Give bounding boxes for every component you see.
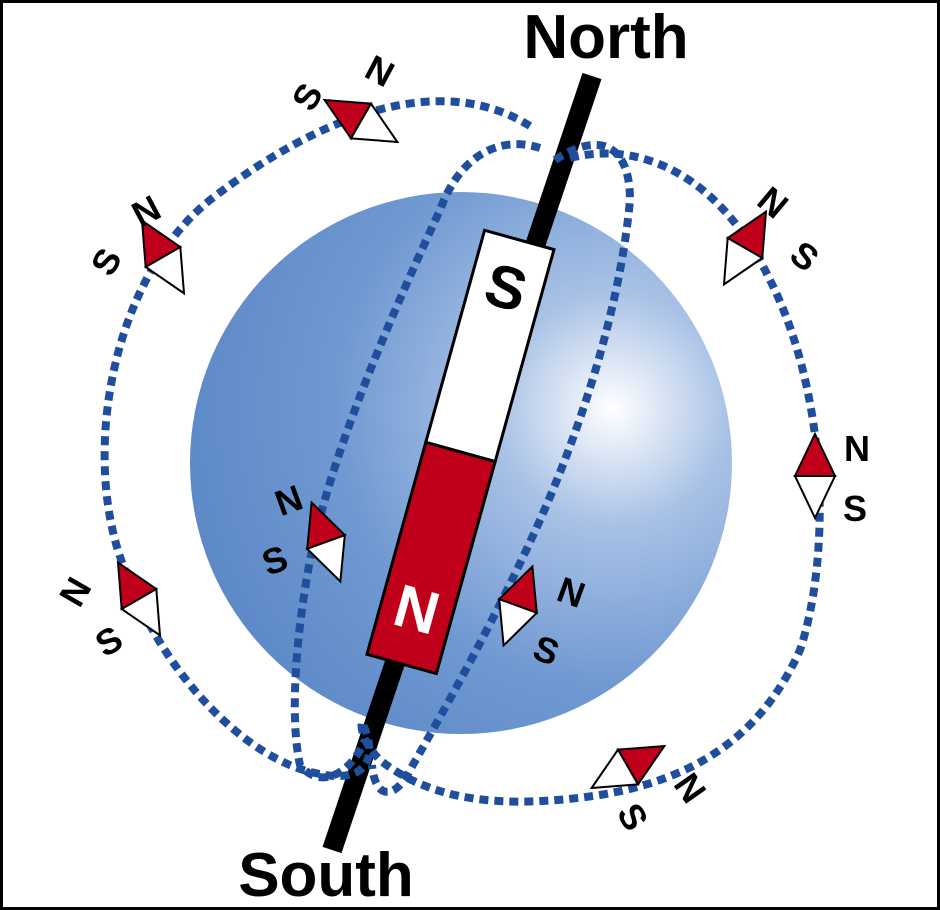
compass-upper-right [722,209,768,287]
compass-needle-south [119,587,162,638]
magnet-north-half [365,440,498,676]
compass-top [322,98,400,144]
compass-lower-right [589,744,667,790]
compass-needle-south [143,245,186,296]
compass-needle-south [498,597,539,648]
north-label: North [523,3,688,72]
compass-needle-south [793,475,837,521]
compass-needle-south [722,236,765,287]
field-line-inner-right [368,140,635,796]
compass-needle-south [305,533,346,584]
compass-right-s: S [843,488,867,529]
bar-magnet: S N [365,228,556,676]
compass-right-n: N [844,428,870,469]
compass-needle-south [349,101,400,144]
compass-inner-left [305,500,347,584]
compass-needle-south [589,747,640,790]
compass-lower-left [116,560,162,638]
compass-inner-right [497,564,539,648]
compass-right [793,431,837,521]
south-label: South [238,841,414,910]
compass-upper-left [140,218,186,296]
field-line-outer-right [357,149,824,806]
